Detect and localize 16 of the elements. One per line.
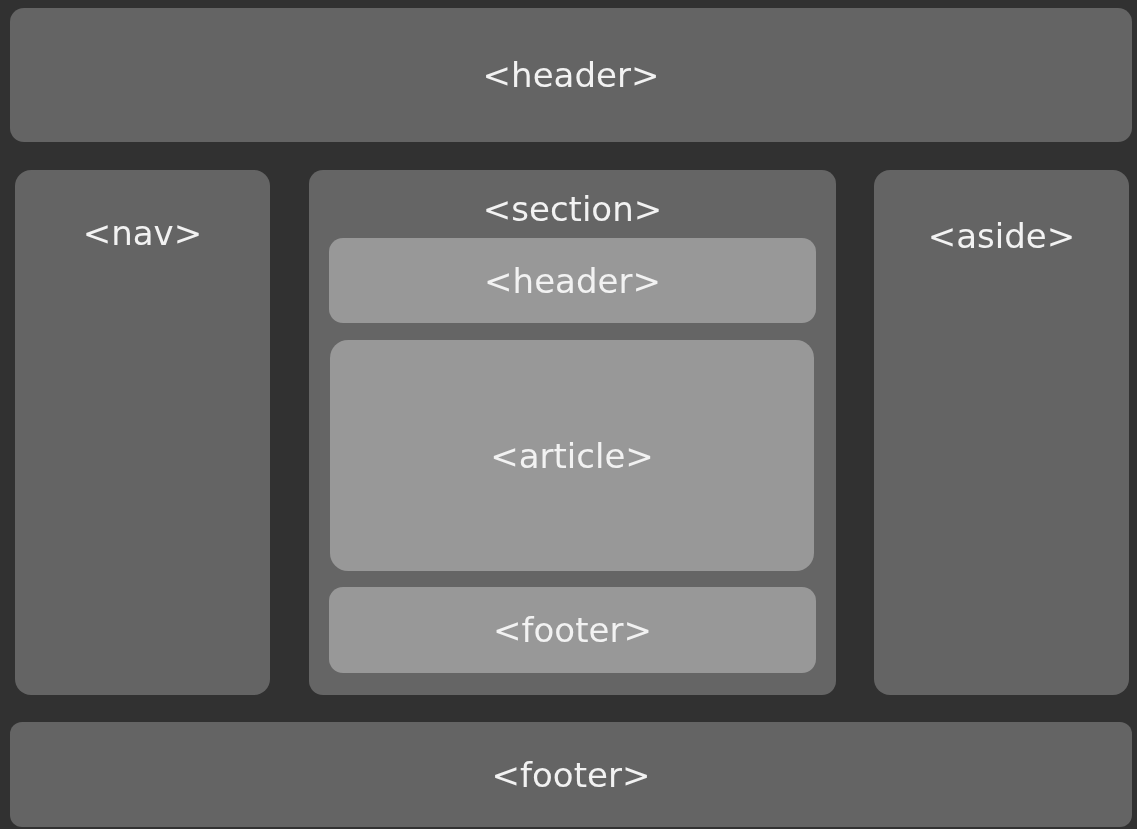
layout-region-box <box>309 170 836 695</box>
layout-region-box <box>10 722 1132 827</box>
region-label: <nav> <box>82 213 203 253</box>
region-label: <footer> <box>491 754 651 795</box>
region-label: <header> <box>484 260 661 301</box>
layout-region-box <box>330 340 814 571</box>
layout-region-box <box>15 170 270 695</box>
layout-region-box <box>10 8 1132 142</box>
layout-region-box <box>329 238 816 323</box>
region-label: <header> <box>482 55 660 95</box>
region-label: <footer> <box>493 610 652 650</box>
layout-region-box <box>329 587 816 673</box>
region-label: <section> <box>482 189 663 229</box>
region-label: <article> <box>490 435 654 476</box>
layout-region-box <box>874 170 1129 695</box>
region-label: <aside> <box>927 216 1076 256</box>
